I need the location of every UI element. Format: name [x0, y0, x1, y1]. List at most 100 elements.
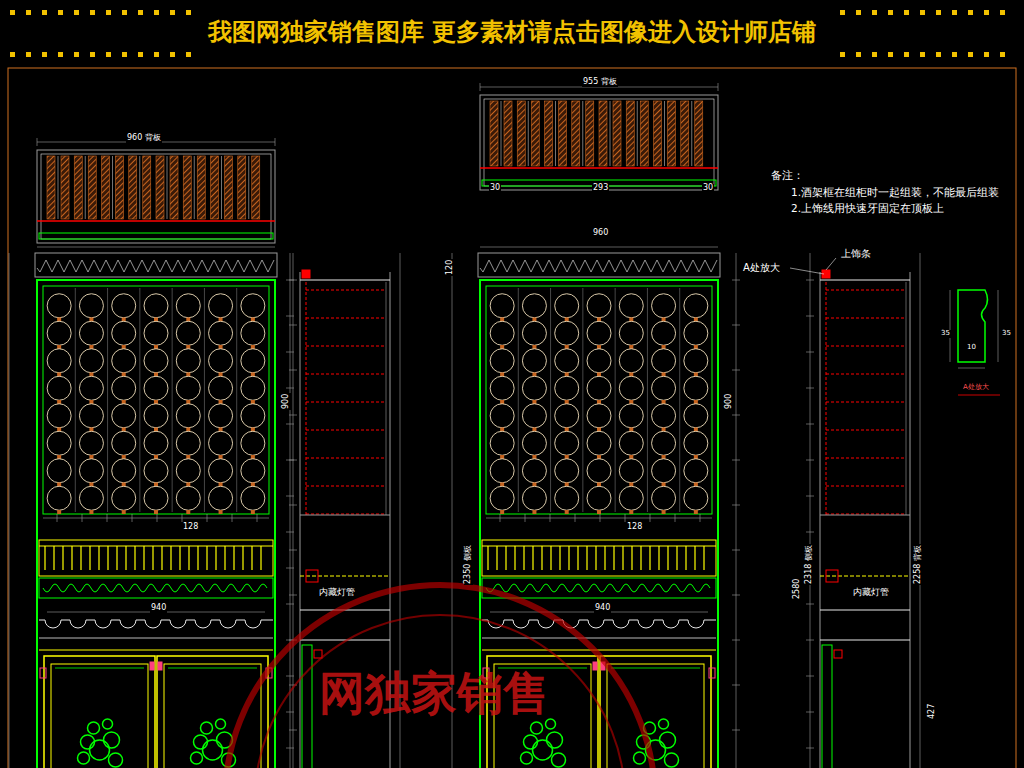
- cad-line: [43, 518, 269, 519]
- cad-line: [260, 546, 261, 570]
- cad-rect: [517, 101, 525, 166]
- cad-line: [736, 253, 737, 768]
- header-dot: [904, 52, 909, 57]
- cad-rect: [478, 253, 720, 277]
- cad-rect: [252, 156, 260, 219]
- cad-rect: [504, 101, 512, 166]
- cad-line: [306, 318, 386, 319]
- cad-line: [386, 282, 387, 515]
- cad-line: [732, 595, 740, 596]
- cad-line: [306, 458, 386, 459]
- plan-view: [37, 138, 275, 243]
- cad-line: [732, 505, 740, 506]
- cad-line: [826, 514, 906, 515]
- cad-line: [496, 546, 497, 570]
- header-dot: [106, 52, 111, 57]
- cad-line: [206, 546, 207, 570]
- header-dot: [186, 52, 191, 57]
- cad-rect: [37, 150, 275, 243]
- cad-line: [559, 546, 560, 570]
- cad-rect: [572, 101, 580, 166]
- cad-line: [480, 247, 718, 248]
- cad-line: [170, 546, 171, 570]
- cad-line: [650, 514, 651, 522]
- header-dot: [58, 10, 63, 15]
- header-dot: [904, 10, 909, 15]
- cad-rect: [40, 668, 46, 678]
- cad-rect: [102, 156, 110, 219]
- cad-rect: [158, 662, 162, 670]
- dimension-text: 35: [1001, 330, 1012, 338]
- cad-line: [732, 685, 740, 686]
- cad-rect: [225, 156, 233, 219]
- header-dot: [186, 10, 191, 15]
- cad-line: [107, 288, 108, 512]
- cad-line: [810, 253, 811, 768]
- cad-line: [168, 668, 257, 669]
- cad-line: [525, 514, 526, 522]
- dimension-text: 128: [182, 523, 199, 532]
- cad-line: [732, 730, 740, 731]
- dimension-text: 120: [446, 259, 455, 276]
- watermark-text: 网独家销售: [318, 668, 550, 719]
- dimension-text: 2580: [793, 578, 802, 600]
- cad-line: [806, 532, 814, 533]
- cad-line: [207, 514, 208, 522]
- cad-line: [179, 546, 180, 570]
- cad-line: [523, 546, 524, 570]
- dimension-text: 1.酒架框在组柜时一起组装，不能最后组装: [790, 187, 1000, 199]
- dimension-text: 上饰条: [840, 248, 872, 259]
- cad-line: [194, 156, 195, 219]
- cad-line: [820, 280, 910, 281]
- cad-line: [826, 430, 906, 431]
- cad-line: [790, 268, 824, 274]
- dimension-text: 900: [725, 393, 734, 410]
- cad-line: [221, 156, 222, 219]
- cad-line: [58, 156, 59, 219]
- cad-line: [286, 676, 294, 677]
- cad-line: [37, 220, 275, 222]
- cad-line: [286, 280, 294, 281]
- cad-rect: [654, 101, 662, 166]
- cad-line: [555, 101, 556, 166]
- cad-line: [57, 514, 58, 522]
- header-dot: [26, 52, 31, 57]
- cad-rect: [599, 101, 607, 166]
- cad-line: [610, 101, 611, 166]
- dimension-text: 955 背板: [582, 78, 618, 87]
- header-dot: [968, 52, 973, 57]
- cad-line: [39, 650, 273, 651]
- dimension-text: 128: [626, 523, 643, 532]
- cad-line: [286, 532, 294, 533]
- cad-line: [806, 388, 814, 389]
- cad-line: [293, 253, 294, 768]
- cad-line: [286, 496, 294, 497]
- cad-line: [806, 748, 814, 749]
- cad-line: [300, 280, 390, 281]
- cad-line: [806, 280, 814, 281]
- cad-line: [550, 288, 551, 512]
- cad-line: [98, 546, 99, 570]
- header-dot: [968, 10, 973, 15]
- cad-rect: [157, 656, 268, 768]
- header-dot: [840, 52, 845, 57]
- cad-line: [82, 514, 83, 522]
- cad-line: [631, 546, 632, 570]
- cad-line: [487, 546, 488, 570]
- cad-line: [826, 282, 827, 515]
- cad-line: [182, 514, 183, 522]
- cad-line: [505, 546, 506, 570]
- header-dot: [74, 10, 79, 15]
- cad-rect: [88, 156, 96, 219]
- header-dot: [872, 52, 877, 57]
- cad-line: [286, 460, 294, 461]
- side-section: [806, 253, 920, 768]
- cad-line: [604, 546, 605, 570]
- cad-rect: [197, 156, 205, 219]
- cad-line: [820, 640, 910, 641]
- cad-line: [55, 668, 144, 669]
- cad-line: [595, 546, 596, 570]
- cad-line: [640, 546, 641, 570]
- cad-line: [514, 546, 515, 570]
